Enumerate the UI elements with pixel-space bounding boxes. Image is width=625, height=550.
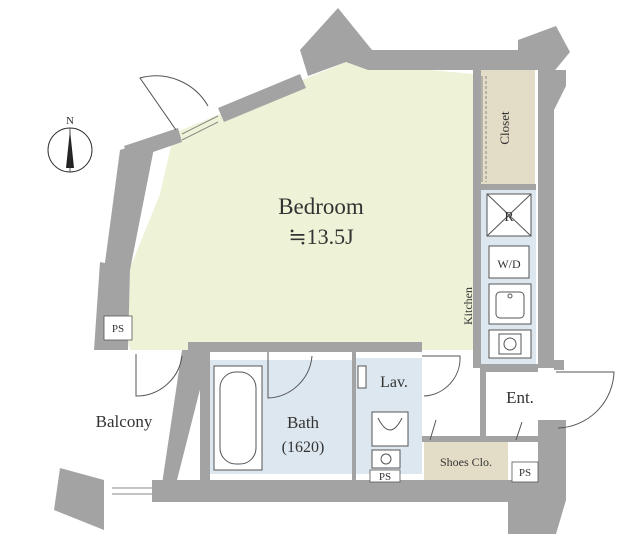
shoes-closet-label: Shoes Clo. (440, 455, 492, 469)
lavatory-label: Lav. (380, 374, 408, 391)
closet-rod (481, 76, 487, 182)
ps-box-lav (369, 469, 401, 483)
shoes-closet-floor (424, 440, 508, 480)
balcony-label: Balcony (96, 412, 153, 431)
kitchen-label: Kitchen (461, 287, 475, 325)
north-compass (47, 127, 93, 173)
kitchen-sink-icon (488, 283, 532, 325)
bedroom-floor (128, 62, 473, 350)
balcony-floor (66, 353, 192, 484)
ps-box-ent (511, 461, 539, 483)
doors (135, 75, 615, 441)
closet-floor (480, 70, 535, 188)
ps-box-bedroom (103, 315, 133, 341)
ps-label-lav: PS (379, 471, 391, 483)
lavatory-fixtures (357, 365, 409, 469)
washer-dryer-box (488, 245, 530, 279)
compass-north-label: N (66, 115, 74, 127)
bathtub-icon (213, 365, 263, 471)
bedroom-label: Bedroom (278, 194, 364, 219)
entrance-label: Ent. (506, 388, 534, 407)
refrigerator-label: R (504, 210, 514, 225)
closet-label: Closet (497, 111, 512, 145)
washer-dryer-label: W/D (497, 257, 521, 271)
refrigerator-symbol (486, 193, 532, 237)
windows (112, 73, 299, 495)
ps-label-bedroom: PS (112, 323, 124, 335)
stove-icon (488, 329, 532, 359)
bath-label: Bath (287, 413, 320, 432)
walls (54, 8, 570, 534)
bath-size-label: (1620) (282, 439, 325, 456)
bedroom-size-label: ≒13.5J (288, 224, 354, 249)
ps-label-ent: PS (519, 467, 531, 479)
